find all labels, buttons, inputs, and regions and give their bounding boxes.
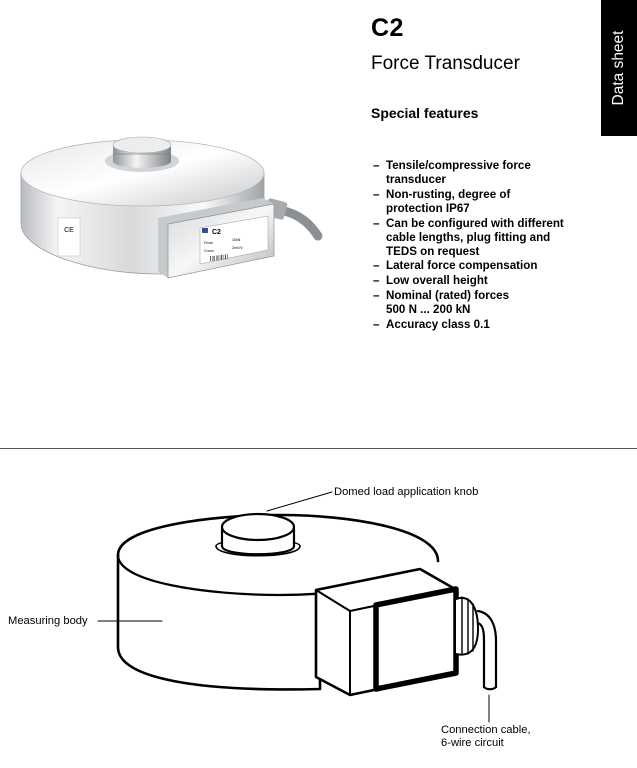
- datasheet-tab: Data sheet: [601, 0, 637, 136]
- product-title: C2: [371, 14, 404, 42]
- feature-line: Can be configured with different: [386, 216, 564, 230]
- feature-line: Tensile/compressive force: [386, 159, 531, 172]
- feature-line: Lateral force compensation: [386, 259, 538, 273]
- plate-cnom-label: Cnom: [204, 249, 214, 253]
- feature-line: TEDS on request: [386, 244, 480, 258]
- transducer-drawing: [97, 491, 498, 723]
- label-connection-cable-line2: 6-wire circuit: [441, 737, 504, 749]
- feature-item: –Low overall height: [371, 274, 601, 288]
- bullet-dash-icon: –: [373, 159, 380, 172]
- feature-line: cable lengths, plug fitting and: [386, 230, 551, 244]
- bullet-dash-icon: –: [373, 216, 380, 230]
- feature-line: Accuracy class 0.1: [386, 317, 490, 331]
- plate-model: C2: [212, 229, 221, 236]
- barcode-icon: [210, 254, 228, 261]
- feature-line: transducer: [386, 173, 446, 186]
- product-photo: CE C2 Fnom 10kN Cnom 2mV/V: [20, 136, 323, 279]
- feature-line: 500 N ... 200 kN: [386, 302, 471, 316]
- datasheet-tab-label: Data sheet: [610, 30, 627, 106]
- feature-line: protection IP67: [386, 201, 470, 215]
- bullet-dash-icon: –: [373, 317, 380, 331]
- feature-item: –Accuracy class 0.1: [371, 318, 601, 332]
- feature-item: –Lateral force compensation: [371, 259, 601, 273]
- bullet-dash-icon: –: [373, 187, 380, 201]
- feature-line: Non-rusting, degree of: [386, 187, 511, 201]
- bullet-dash-icon: –: [373, 288, 380, 302]
- product-subtitle: Force Transducer: [371, 53, 520, 74]
- bullet-dash-icon: –: [373, 259, 380, 273]
- ce-mark: CE: [64, 227, 74, 234]
- label-load-knob: Domed load application knob: [334, 486, 479, 498]
- feature-line: Nominal (rated) forces: [386, 288, 510, 302]
- features-heading: Special features: [371, 105, 479, 121]
- plate-fnom-label: Fnom: [204, 241, 213, 245]
- bullet-dash-icon: –: [373, 274, 380, 288]
- label-measuring-body: Measuring body: [8, 615, 88, 627]
- plate-cnom-value: 2mV/V: [232, 246, 243, 250]
- plate-fnom-value: 10kN: [232, 238, 241, 242]
- feature-line: Low overall height: [386, 274, 488, 288]
- section-divider: [0, 448, 637, 449]
- label-connection-cable-line1: Connection cable,: [441, 724, 531, 736]
